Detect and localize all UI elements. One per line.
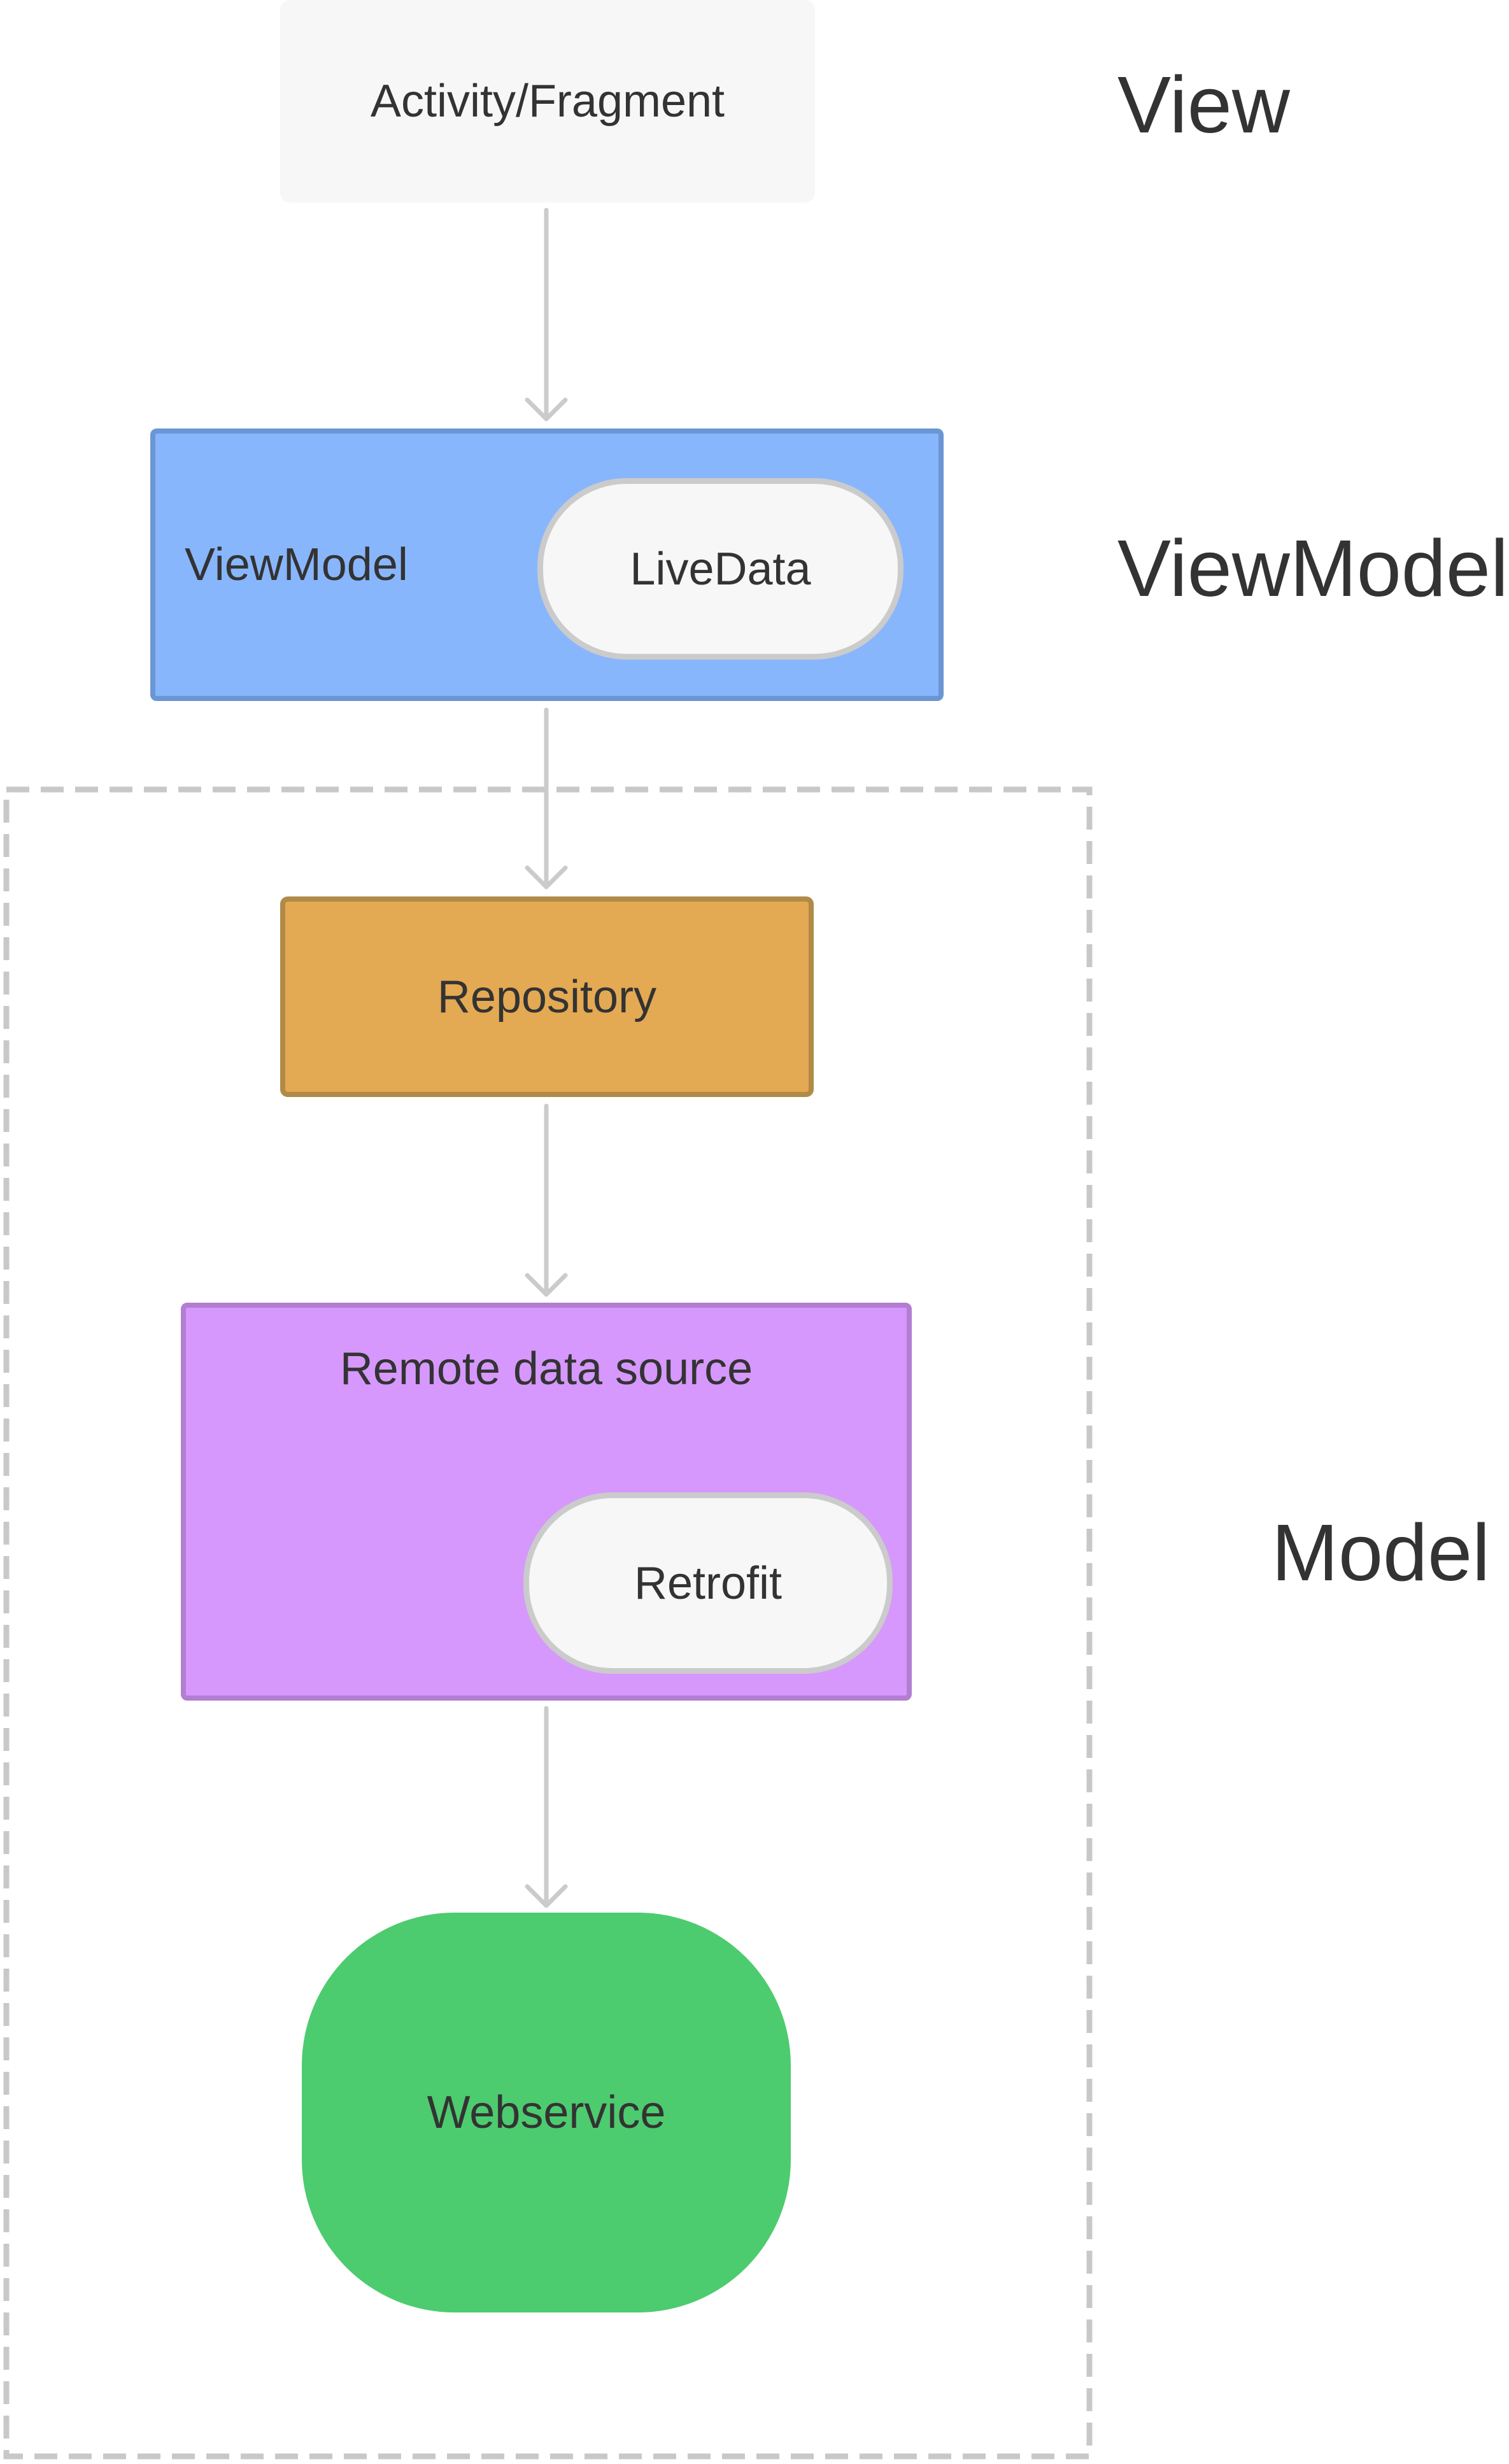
webservice-label: Webservice <box>427 2087 666 2138</box>
viewmodel-label: ViewModel <box>185 539 408 590</box>
activity-fragment-node: Activity/Fragment <box>280 0 815 202</box>
retrofit-node: Retrofit <box>523 1492 893 1674</box>
livedata-label: LiveData <box>630 543 811 595</box>
viewmodel-node: ViewModel LiveData <box>150 428 944 701</box>
layer-label-model: Model <box>1272 1508 1491 1597</box>
layer-label-view: View <box>1117 60 1290 150</box>
arrow-viewmodel-to-repository <box>525 707 568 889</box>
remote-data-source-label: Remote data source <box>339 1343 753 1394</box>
activity-fragment-label: Activity/Fragment <box>370 76 725 127</box>
arrow-view-to-viewmodel <box>525 208 568 421</box>
remote-data-source-node: Remote data source Retrofit <box>181 1303 912 1701</box>
webservice-node: Webservice <box>302 1913 791 2312</box>
livedata-node: LiveData <box>537 478 903 660</box>
repository-node: Repository <box>280 896 814 1097</box>
arrow-repository-to-remote <box>525 1103 568 1297</box>
retrofit-label: Retrofit <box>634 1557 783 1609</box>
arrow-remote-to-webservice <box>525 1706 568 1908</box>
repository-label: Repository <box>437 971 657 1023</box>
layer-label-viewmodel: ViewModel <box>1117 523 1509 613</box>
